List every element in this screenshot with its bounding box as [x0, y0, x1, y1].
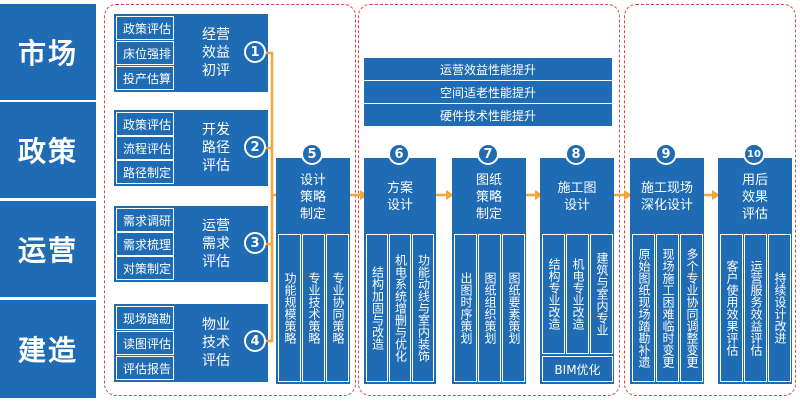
category-operation: 运营 — [0, 201, 96, 297]
frame-assessment — [104, 4, 356, 396]
step-10-badge: 10 — [743, 143, 765, 165]
group-4-item-3: 评估报告 — [116, 356, 174, 380]
stage-9-title: 施工现场 深化设计 — [640, 181, 693, 213]
category-market: 市场 — [0, 4, 96, 100]
arrow-head-7 — [446, 190, 454, 200]
bar-hardware-tech: 硬件技术性能提升 — [364, 104, 612, 126]
frame-construction — [624, 4, 796, 396]
frame-design — [358, 4, 620, 396]
assessment-group-4: 现场踏勘 读图评估 评估报告 物业 技术 评估 — [114, 304, 268, 382]
category-construction: 建造 — [0, 300, 96, 398]
stage-8-title: 施工图 设计 — [557, 181, 597, 213]
step-4-badge: 4 — [244, 330, 266, 352]
group-1-label: 经营 效益 初评 — [202, 27, 230, 79]
group-2-label: 开发 路径 评估 — [202, 122, 230, 174]
stage-7-col-3: 图纸要素策划 — [502, 234, 525, 382]
stage-6-col-1: 结构加固与改造 — [366, 234, 388, 382]
assessment-group-1: 政策评估 床位强排 投产估算 经营 效益 初评 — [114, 14, 268, 92]
step-6-badge: 6 — [388, 143, 410, 165]
step-3-badge: 3 — [244, 232, 266, 254]
stage-10-col-3: 持续设计改进 — [768, 234, 791, 382]
group-1-item-1: 政策评估 — [116, 16, 174, 40]
step-9-badge: 9 — [655, 143, 677, 165]
assessment-group-2: 政策评估 流程评估 路径制定 开发 路径 评估 — [114, 110, 268, 186]
stage-10-col-2: 运营服务效益评估 — [744, 234, 767, 382]
stage-8-col-2: 机电专业改造 — [566, 234, 589, 354]
stage-8: 施工图 设计 结构专业改造 机电专业改造 建筑与室内专业 BIM优化 — [540, 158, 614, 384]
stage-8-col-1: 结构专业改造 — [542, 234, 565, 354]
step-7-badge: 7 — [477, 143, 499, 165]
group-2-item-3: 路径制定 — [116, 160, 174, 184]
group-4-label: 物业 技术 评估 — [202, 317, 230, 369]
group-3-item-2: 需求梳理 — [116, 232, 174, 256]
stage-8-bim: BIM优化 — [542, 356, 613, 382]
bar-space-aging: 空间适老性能提升 — [364, 81, 612, 103]
step-2-badge: 2 — [244, 136, 266, 158]
group-2-item-2: 流程评估 — [116, 136, 174, 160]
stage-7-col-2: 图纸组织策划 — [478, 234, 501, 382]
stage-7-title: 图纸 策略 制定 — [475, 173, 502, 222]
stage-6: 方案 设计 结构加固与改造 机电系统增删与优化 功能动线与室内装饰 — [364, 158, 436, 384]
arrow-head-9 — [624, 190, 632, 200]
stage-5-col-1: 功能规模策略 — [278, 234, 301, 382]
stage-10-title: 用后 效果 评估 — [741, 173, 768, 222]
group-4-item-1: 现场踏勘 — [116, 306, 174, 330]
stage-5-col-2: 专业技术策略 — [302, 234, 325, 382]
category-policy: 政策 — [0, 102, 96, 198]
group-3-item-3: 对策制定 — [116, 256, 174, 280]
group-1-item-3: 投产估算 — [116, 66, 174, 90]
stage-10-col-1: 客户使用效果评估 — [720, 234, 743, 382]
stage-6-title: 方案 设计 — [386, 181, 413, 213]
group-3-item-1: 需求调研 — [116, 208, 174, 232]
group-2-item-1: 政策评估 — [116, 112, 174, 136]
stage-6-col-2: 机电系统增删与优化 — [389, 234, 411, 382]
step-5-badge: 5 — [301, 143, 323, 165]
group-4-item-2: 读图评估 — [116, 331, 174, 355]
step-8-badge: 8 — [565, 143, 587, 165]
stage-8-col-3: 建筑与室内专业 — [590, 234, 613, 354]
stage-5-title: 设计 策略 制定 — [299, 173, 326, 222]
arrow-head-10 — [712, 190, 720, 200]
stage-9: 施工现场 深化设计 原始图纸现场踏勘补遗 现场施工困难临时变更 多个专业协同调整… — [630, 158, 704, 384]
assessment-group-3: 需求调研 需求梳理 对策制定 运营 需求 评估 — [114, 206, 268, 282]
stage-9-col-1: 原始图纸现场踏勘补遗 — [632, 234, 655, 382]
stage-5-col-3: 专业协同策略 — [326, 234, 349, 382]
stage-6-col-3: 功能动线与室内装饰 — [412, 234, 434, 382]
group-1-item-2: 床位强排 — [116, 41, 174, 65]
group-3-label: 运营 需求 评估 — [202, 218, 230, 270]
bar-operation-benefit: 运营效益性能提升 — [364, 58, 612, 80]
stage-7: 图纸 策略 制定 出图时序策划 图纸组织策划 图纸要素策划 — [452, 158, 526, 384]
stage-7-col-1: 出图时序策划 — [454, 234, 477, 382]
arrow-head-8 — [535, 190, 543, 200]
stage-9-col-2: 现场施工困难临时变更 — [656, 234, 679, 382]
stage-5: 设计 策略 制定 功能规模策略 专业技术策略 专业协同策略 — [276, 158, 350, 384]
stage-9-col-3: 多个专业协同调整变更 — [680, 234, 703, 382]
step-1-badge: 1 — [244, 41, 266, 63]
stage-10: 用后 效果 评估 客户使用效果评估 运营服务效益评估 持续设计改进 — [718, 158, 792, 384]
